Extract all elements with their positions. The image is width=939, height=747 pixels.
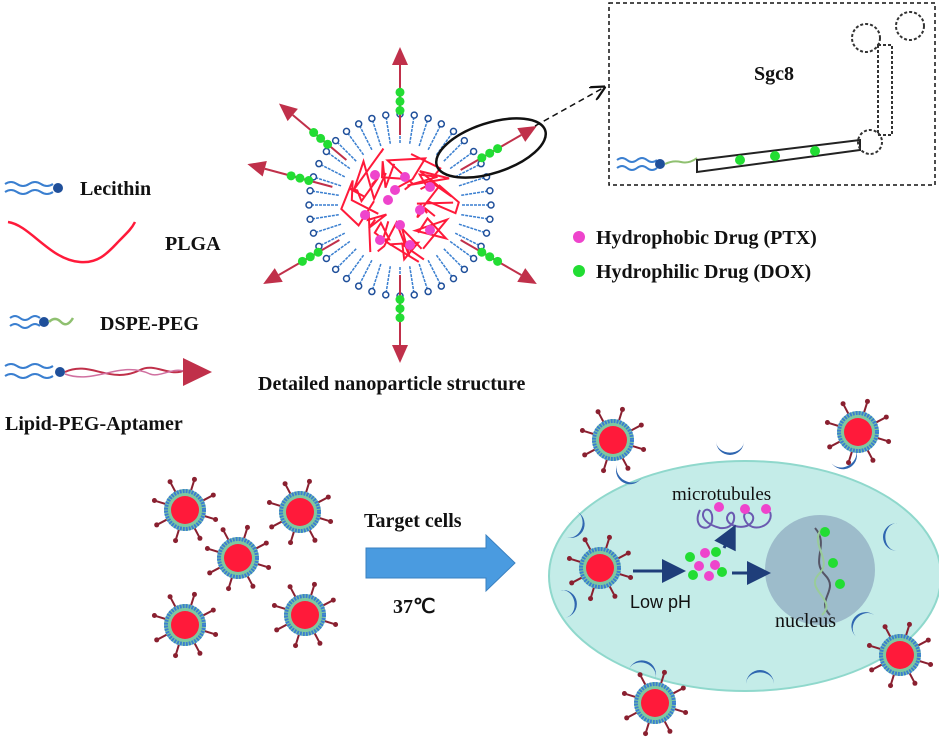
zoom-dashed-arrow [535, 88, 603, 126]
detailed-nanoparticle [247, 47, 536, 363]
aptamer-highlight-ellipse [429, 107, 553, 190]
sgc8-title: Sgc8 [754, 63, 794, 85]
drug-hydrophilic-label: Hydrophilic Drug (DOX) [596, 261, 811, 283]
legend-aptamer-label: Lipid-PEG-Aptamer [5, 413, 183, 435]
microtubules-label: microtubules [672, 484, 771, 505]
nanoparticle [152, 477, 218, 543]
lecithin-icon [5, 182, 63, 194]
dox-dot-icon [573, 265, 585, 277]
temperature-label: 37℃ [393, 596, 435, 618]
nanoparticle [825, 399, 891, 465]
receptor-icon [716, 441, 744, 455]
nanoparticle [272, 582, 338, 648]
legend: Lecithin PLGA DSPE-PEG Lipid-PEG-Aptamer [5, 178, 221, 435]
drug-hydrophobic-label: Hydrophobic Drug (PTX) [596, 227, 817, 249]
aptamer-icon [5, 358, 212, 386]
plga-icon [8, 222, 135, 262]
low-ph-label: Low pH [630, 592, 691, 612]
nanoparticle [267, 479, 333, 545]
sgc8-inset: Sgc8 [609, 3, 935, 185]
nucleus-label: nucleus [775, 610, 836, 632]
nanoparticle [580, 407, 646, 473]
ptx-dot-icon [573, 231, 585, 243]
target-cells-label: Target cells [364, 510, 462, 532]
legend-dspe-peg-label: DSPE-PEG [100, 313, 199, 335]
dspe-peg-icon [10, 316, 73, 328]
legend-lecithin-label: Lecithin [80, 178, 151, 200]
target-cells-arrow [366, 535, 515, 591]
nanoparticle [152, 592, 218, 658]
structure-caption: Detailed nanoparticle structure [258, 373, 525, 395]
nanoparticle [205, 525, 271, 591]
legend-plga-label: PLGA [165, 233, 221, 255]
